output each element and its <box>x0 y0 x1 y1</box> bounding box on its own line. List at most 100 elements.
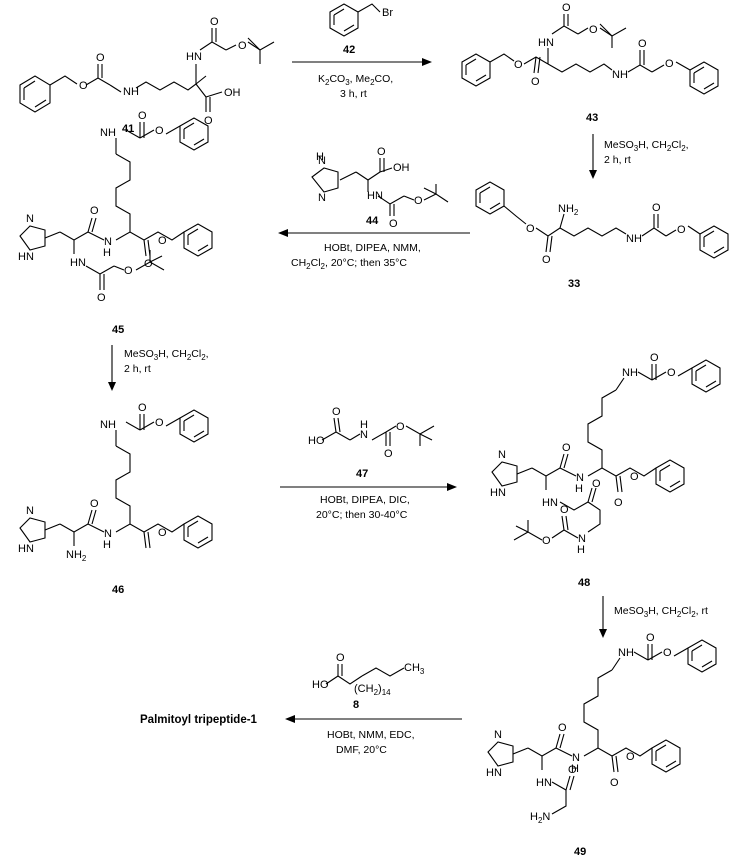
compound-33-structure <box>475 181 729 259</box>
svg-text:O: O <box>526 223 535 235</box>
compound-label-44: 44 <box>366 215 379 227</box>
reaction-arrow-5 <box>280 483 457 491</box>
svg-text:O: O <box>542 535 551 547</box>
compound-label-45: 45 <box>112 324 124 336</box>
atom-O: O <box>204 115 213 127</box>
svg-text:HN: HN <box>538 37 554 49</box>
compound-33-labels: O O NH2 NH O O 33 <box>526 202 686 290</box>
compound-label-8: 8 <box>353 699 359 711</box>
compound-49-structure <box>487 639 717 815</box>
svg-text:O: O <box>626 751 635 763</box>
svg-text:NH: NH <box>100 127 116 139</box>
svg-text:O: O <box>377 146 386 158</box>
svg-text:NH2: NH2 <box>66 549 87 563</box>
svg-text:N: N <box>26 505 34 517</box>
svg-text:O: O <box>665 58 674 70</box>
svg-text:N: N <box>104 236 112 248</box>
svg-text:HOBt, NMM, EDC,: HOBt, NMM, EDC, <box>327 729 415 741</box>
svg-text:O: O <box>542 254 551 266</box>
svg-text:O: O <box>652 202 661 214</box>
svg-text:O: O <box>138 110 147 122</box>
svg-text:O: O <box>663 647 672 659</box>
svg-text:O: O <box>90 205 99 217</box>
svg-text:HN: HN <box>490 487 506 499</box>
reaction-arrow-3 <box>278 229 470 237</box>
compound-label-47: 47 <box>356 468 368 480</box>
svg-text:O: O <box>560 504 569 516</box>
svg-text:NH: NH <box>100 419 116 431</box>
compound-label-48: 48 <box>578 577 590 589</box>
svg-text:HN: HN <box>18 543 34 555</box>
reaction-arrow-1 <box>292 58 432 66</box>
conditions-step-4: MeSO3H, CH2Cl2, 2 h, rt <box>124 348 209 375</box>
svg-text:O: O <box>158 235 167 247</box>
compound-label-33: 33 <box>568 278 580 290</box>
conditions-step-6: MeSO3H, CH2Cl2, rt <box>614 605 708 619</box>
compound-45-labels: HN N O N H HN O O O O NH O O 45 <box>18 110 167 336</box>
svg-text:O: O <box>396 421 405 433</box>
svg-text:HOBt, DIPEA, DIC,: HOBt, DIPEA, DIC, <box>320 494 410 506</box>
svg-text:O: O <box>138 402 147 414</box>
compound-label-43: 43 <box>586 112 598 124</box>
svg-text:NH2: NH2 <box>558 203 579 217</box>
svg-text:N: N <box>360 429 368 441</box>
svg-text:HOBt, DIPEA, NMM,: HOBt, DIPEA, NMM, <box>324 242 421 254</box>
alkyl-chain-label: (CH2)14 <box>354 683 391 697</box>
svg-text:2 h, rt: 2 h, rt <box>124 363 151 375</box>
svg-text:N: N <box>318 155 326 167</box>
svg-text:N: N <box>572 752 580 764</box>
svg-text:K2CO3, Me2CO,: K2CO3, Me2CO, <box>318 73 393 87</box>
svg-text:3 h, rt: 3 h, rt <box>340 88 367 100</box>
reagent-47-labels: HO O N H O O 47 <box>308 406 405 480</box>
compound-43-structure <box>461 14 719 95</box>
compound-48-structure <box>491 359 721 541</box>
svg-text:O: O <box>155 417 164 429</box>
atom-NH: HN <box>186 51 202 63</box>
svg-text:O: O <box>630 471 639 483</box>
compound-label-42: 42 <box>343 44 355 56</box>
atom-O: O <box>96 52 105 64</box>
svg-text:DMF, 20°C: DMF, 20°C <box>336 744 387 756</box>
svg-text:N: N <box>498 449 506 461</box>
svg-text:O: O <box>558 722 567 734</box>
svg-text:O: O <box>384 448 393 460</box>
svg-text:MeSO3H, CH2Cl2,: MeSO3H, CH2Cl2, <box>124 348 209 362</box>
svg-text:O: O <box>514 59 523 71</box>
svg-text:O: O <box>589 24 598 36</box>
svg-text:HN: HN <box>536 777 552 789</box>
conditions-step-5: HOBt, DIPEA, DIC, 20°C; then 30-40°C <box>316 494 410 521</box>
svg-text:HN: HN <box>486 767 502 779</box>
compound-49-labels: HN N O N H HN O O O H2N NH O O 49 <box>486 632 672 858</box>
compound-46-structure <box>19 409 213 549</box>
svg-text:CH3: CH3 <box>404 662 425 676</box>
conditions-step-7: HOBt, NMM, EDC, DMF, 20°C <box>327 729 415 756</box>
atom-O: O <box>238 40 247 52</box>
svg-text:NH: NH <box>618 647 634 659</box>
svg-text:H: H <box>577 544 585 556</box>
compound-41-structure <box>19 28 275 113</box>
compound-46-labels: HN N O N H NH2 O NH O O 46 <box>18 402 167 596</box>
compound-label-46: 46 <box>112 584 124 596</box>
final-product-label: Palmitoyl tripeptide-1 <box>140 714 258 726</box>
svg-text:H: H <box>316 151 324 163</box>
svg-text:N: N <box>104 528 112 540</box>
svg-text:H: H <box>571 763 579 775</box>
svg-text:O: O <box>610 777 619 789</box>
svg-text:O: O <box>568 764 577 776</box>
svg-text:O: O <box>562 2 571 14</box>
svg-text:N: N <box>578 533 586 545</box>
svg-text:O: O <box>562 442 571 454</box>
svg-text:HO: HO <box>308 435 325 447</box>
svg-text:OH: OH <box>393 162 410 174</box>
svg-text:O: O <box>158 527 167 539</box>
reaction-arrow-7 <box>285 715 462 723</box>
svg-text:MeSO3H, CH2Cl2, rt: MeSO3H, CH2Cl2, rt <box>614 605 708 619</box>
svg-text:O: O <box>646 632 655 644</box>
compound-45-structure <box>19 117 213 290</box>
svg-text:N: N <box>318 192 326 204</box>
svg-text:O: O <box>414 195 423 207</box>
svg-text:O: O <box>531 76 540 88</box>
conditions-step-1: K2CO3, Me2CO, 3 h, rt <box>318 73 393 100</box>
svg-text:H: H <box>103 539 111 551</box>
